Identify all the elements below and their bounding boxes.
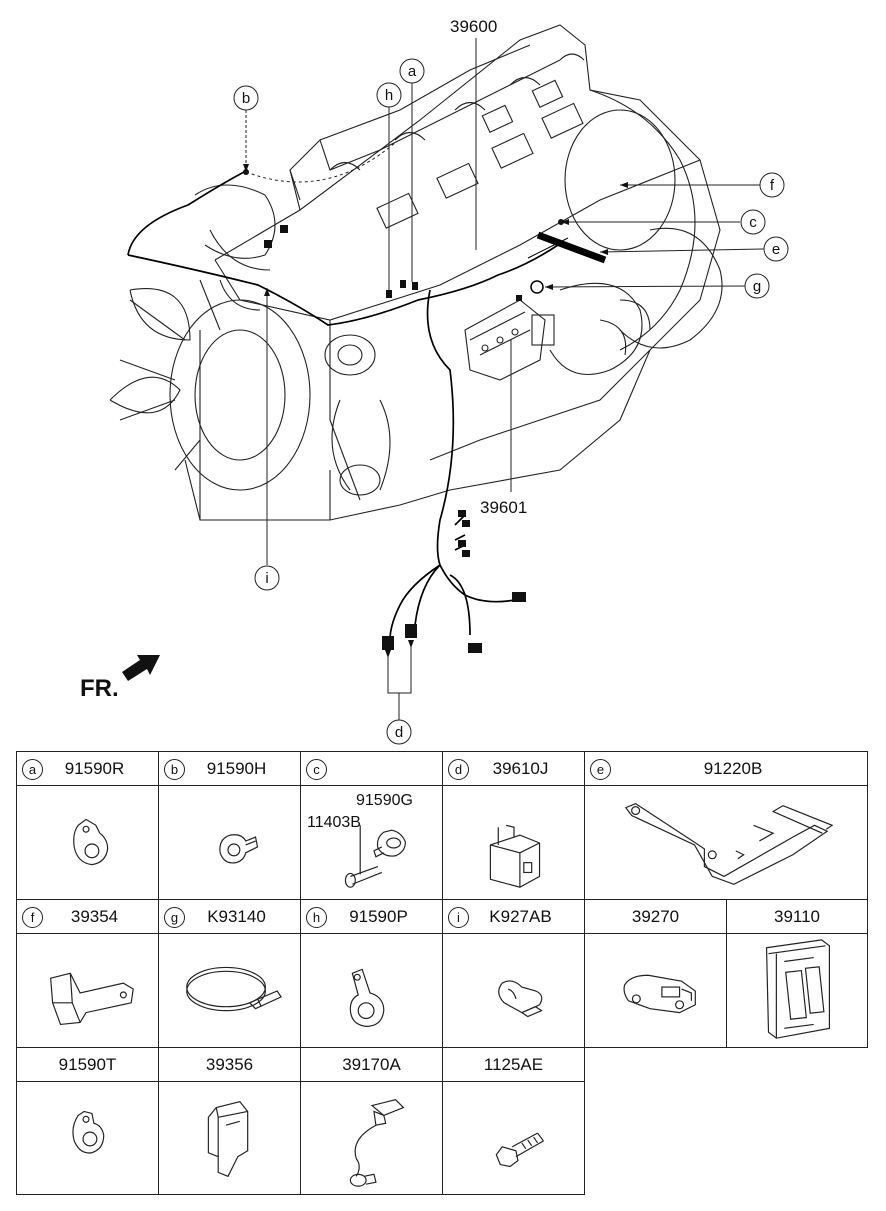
part-image-1125AE (442, 1081, 585, 1195)
arrowheads (243, 164, 628, 658)
part-header-1125AE: 1125AE (442, 1047, 585, 1082)
part-image-39354 (16, 933, 159, 1048)
engine-illustration (109, 24, 723, 521)
part-image-91590H (158, 785, 301, 900)
svg-text:f: f (770, 177, 775, 194)
callout-c: c (740, 209, 766, 235)
part-header-39356: 39356 (158, 1047, 301, 1082)
part-image-91590R (16, 785, 159, 900)
callout-f: f (759, 172, 785, 198)
svg-text:b: b (242, 90, 250, 107)
callout-b: b (233, 85, 259, 111)
svg-text:a: a (408, 63, 417, 80)
part-image-39610J (442, 785, 585, 900)
svg-text:c: c (749, 214, 757, 231)
callout-h: h (376, 82, 402, 108)
svg-text:h: h (385, 87, 393, 104)
engine-harness-diagram: a b c d e f g h i 39600 39601 FR. (80, 17, 789, 745)
svg-text:d: d (395, 724, 403, 741)
clamp-e-marker (536, 231, 607, 264)
part-label-11403B: 11403B (307, 814, 361, 831)
callout-g: g (744, 273, 770, 299)
svg-text:e: e (772, 241, 780, 258)
callout-i: i (254, 565, 280, 591)
part-image-91590T (16, 1081, 159, 1195)
part-image-K927AB (442, 933, 585, 1048)
label-main-harness: 39600 (450, 17, 497, 36)
wiring-harness (127, 169, 569, 641)
part-header-39170A: 39170A (300, 1047, 443, 1082)
part-image-39110 (726, 933, 868, 1048)
callout-e: e (763, 236, 789, 262)
part-header-c: c (300, 751, 443, 786)
front-arrow-icon (122, 655, 160, 681)
connectors (243, 169, 564, 653)
part-image-39356 (158, 1081, 301, 1195)
part-header-91590T: 91590T (16, 1047, 159, 1082)
part-image-91220B (584, 785, 868, 900)
part-header-39270: 39270 (584, 899, 727, 934)
clamp-g-marker (530, 280, 544, 294)
leader-lines (245, 38, 765, 720)
part-image-K93140 (158, 933, 301, 1048)
part-image-39270 (584, 933, 727, 1048)
part-label-91590G: 91590G (356, 792, 413, 809)
part-header-39110: 39110 (726, 899, 868, 934)
svg-text:FR.: FR. (80, 675, 119, 702)
callout-a: a (399, 58, 425, 84)
svg-text:g: g (753, 278, 761, 295)
callout-d: d (386, 719, 412, 745)
part-image-91590P (300, 933, 443, 1048)
front-indicator: FR. (80, 655, 160, 702)
part-image-c: 91590G 11403B (300, 785, 443, 900)
part-image-39170A (300, 1081, 443, 1195)
label-sub-harness: 39601 (480, 498, 527, 517)
svg-text:i: i (265, 570, 268, 587)
